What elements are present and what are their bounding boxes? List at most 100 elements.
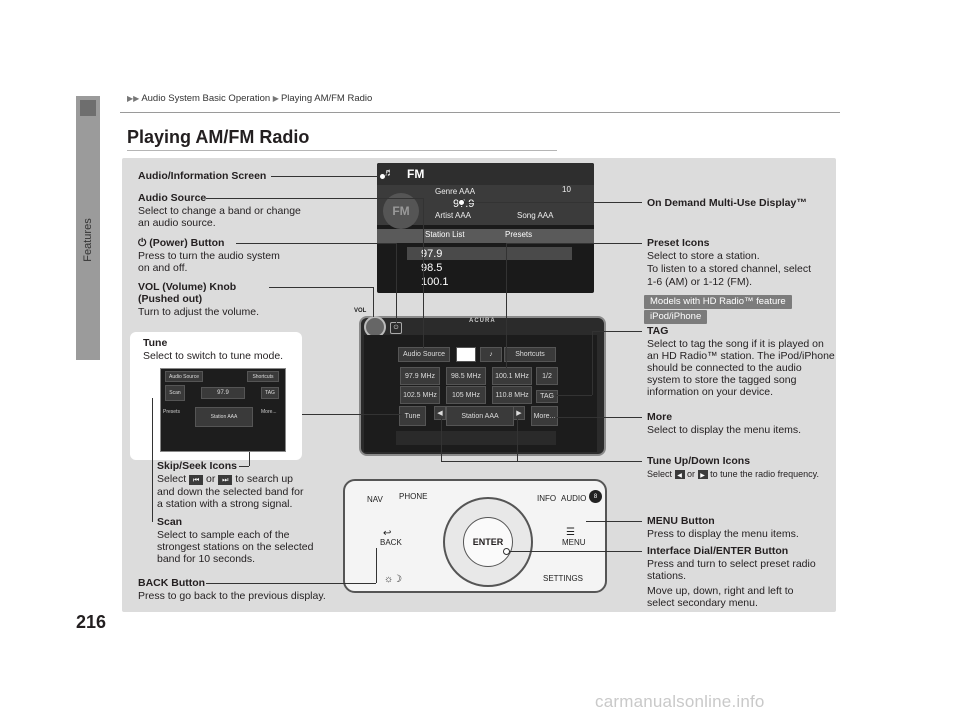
leader-line [396, 243, 397, 323]
tune-button[interactable]: Tune [399, 406, 426, 426]
callout-tag-title: TAG [647, 325, 669, 337]
tune-up-icon[interactable]: ▶ [513, 406, 525, 420]
info-button[interactable]: INFO [537, 494, 557, 503]
callout-power-desc: on and off. [138, 262, 188, 274]
tune-down-icon[interactable]: ◀ [434, 406, 446, 420]
chapter-label: Features [82, 218, 94, 262]
note-icon[interactable]: ♪ [480, 347, 502, 362]
power-icon: ⏻ [138, 237, 150, 249]
preset-button[interactable]: 98.5 MHz [446, 367, 486, 385]
mini-freq: 97.9 [201, 387, 245, 399]
callout-scan-desc: Select to sample each of the [157, 529, 290, 541]
brightness-icon[interactable]: ☼☽ [384, 574, 403, 585]
preset-button[interactable]: 102.5 MHz [400, 386, 440, 404]
callout-dial-desc: Move up, down, right and left to [647, 585, 794, 597]
breadcrumb-current: Playing AM/FM Radio [280, 93, 373, 104]
callout-tag-desc: system to store the tagged song [647, 374, 797, 386]
genre-text: Genre AAA [435, 187, 476, 196]
audio-button[interactable]: AUDIO [561, 494, 587, 503]
leader-line [376, 548, 377, 583]
callout-preset-title: Preset Icons [647, 237, 710, 249]
header-rule [120, 112, 840, 113]
hd-radio-badge: Models with HD Radio™ feature [644, 295, 792, 309]
lower-shortcuts-bar [396, 431, 556, 445]
callout-scan-desc: strongest stations on the selected [157, 541, 314, 553]
preset-button[interactable]: 100.1 MHz [492, 367, 532, 385]
leader-line [373, 287, 374, 317]
leader-line [206, 583, 376, 584]
enter-button[interactable]: ENTER [463, 517, 513, 567]
callout-dial-desc: stations. [647, 570, 687, 582]
leader-line [556, 417, 642, 418]
callout-dial-title: Interface Dial/ENTER Button [647, 545, 789, 557]
mini-more[interactable]: More... [261, 409, 277, 415]
menu-button[interactable]: MENU [562, 538, 586, 547]
watermark: carmanualsonline.info [595, 692, 765, 711]
leader-line [592, 331, 642, 332]
page-down-icon[interactable]: 1/2 [536, 367, 558, 385]
preset-button[interactable]: 97.9 MHz [400, 367, 440, 385]
callout-tune-desc: Select to switch to tune mode. [143, 350, 284, 362]
callout-skip-desc: Select ⏮ or ⏭ to search up [157, 473, 294, 485]
skip-forward-icon: ⏭ [218, 475, 233, 485]
camera-icon[interactable]: 8 [589, 490, 602, 503]
song-text: Song AAA [517, 211, 554, 220]
callout-skip-title: Skip/Seek Icons [157, 460, 237, 472]
callout-tune-updown-title: Tune Up/Down Icons [647, 455, 751, 467]
leader-line [206, 198, 423, 199]
fm-logo-icon: FM [383, 193, 419, 229]
leader-line [441, 461, 642, 462]
nav-button[interactable]: NAV [367, 495, 383, 504]
mini-audio-source[interactable]: Audio Source [165, 371, 203, 382]
callout-more-desc: Select to display the menu items. [647, 424, 802, 436]
phone-button[interactable]: PHONE [399, 492, 428, 501]
audio-source-indicator [456, 347, 476, 362]
title-rule [127, 150, 557, 151]
breadcrumb-parent: Audio System Basic Operation [141, 93, 271, 104]
leader-dot [503, 548, 510, 555]
breadcrumb: ▶▶Audio System Basic Operation ▶Playing … [127, 93, 372, 104]
back-button[interactable]: BACK [380, 538, 402, 547]
page-number: 216 [76, 612, 107, 632]
power-icon[interactable]: ⏻ [390, 322, 402, 334]
list-item[interactable] [407, 247, 572, 260]
callout-skip-desc: and down the selected band for [157, 486, 304, 498]
tab-station-list[interactable]: Station List [425, 230, 465, 239]
leader-line [152, 398, 153, 522]
mini-scan[interactable]: Scan [165, 385, 185, 401]
tab-presets[interactable]: Presets [505, 230, 533, 239]
callout-tune-title: Tune [143, 337, 168, 349]
leader-line [592, 331, 593, 395]
leader-line [441, 418, 442, 461]
preset-button[interactable]: 110.8 MHz [492, 386, 532, 404]
more-button[interactable]: More... [531, 406, 558, 426]
audio-source-button[interactable]: Audio Source [398, 347, 450, 362]
mini-station: Station AAA [195, 407, 253, 427]
settings-button[interactable]: SETTINGS [543, 574, 584, 583]
callout-tune-updown-desc: Select ◀ or ▶ to tune the radio frequenc… [647, 469, 819, 479]
leader-line [586, 521, 642, 522]
mini-tag[interactable]: TAG [261, 387, 279, 399]
tune-mode-screen-front: Audio Source Shortcuts Scan 97.9 TAG Pre… [160, 368, 286, 452]
ipod-badge: iPod/iPhone [644, 310, 708, 324]
menu-icon: ☰ [566, 527, 575, 538]
leader-line [461, 202, 642, 203]
mini-shortcuts[interactable]: Shortcuts [247, 371, 279, 382]
screen-tab-bar [377, 229, 594, 243]
volume-level: 10 [562, 185, 571, 194]
mini-presets[interactable]: Presets [163, 409, 180, 415]
callout-preset-desc: To listen to a stored channel, select [647, 263, 812, 275]
callout-back-desc: Press to go back to the previous display… [138, 590, 326, 602]
skip-back-icon: ⏮ [189, 475, 204, 485]
chapter-icon [80, 100, 96, 116]
callout-menu-title: MENU Button [647, 515, 715, 527]
leader-dot [458, 199, 465, 206]
preset-button[interactable]: 105 MHz [446, 386, 486, 404]
tag-button[interactable]: TAG [536, 390, 558, 403]
shortcuts-button[interactable]: Shortcuts [504, 347, 556, 362]
leader-line [423, 198, 424, 348]
list-item-freq: 98.5 [421, 262, 443, 274]
callout-skip-desc: a station with a strong signal. [157, 498, 293, 510]
leader-line [517, 418, 518, 461]
callout-audio-info-screen: Audio/Information Screen [138, 170, 267, 182]
